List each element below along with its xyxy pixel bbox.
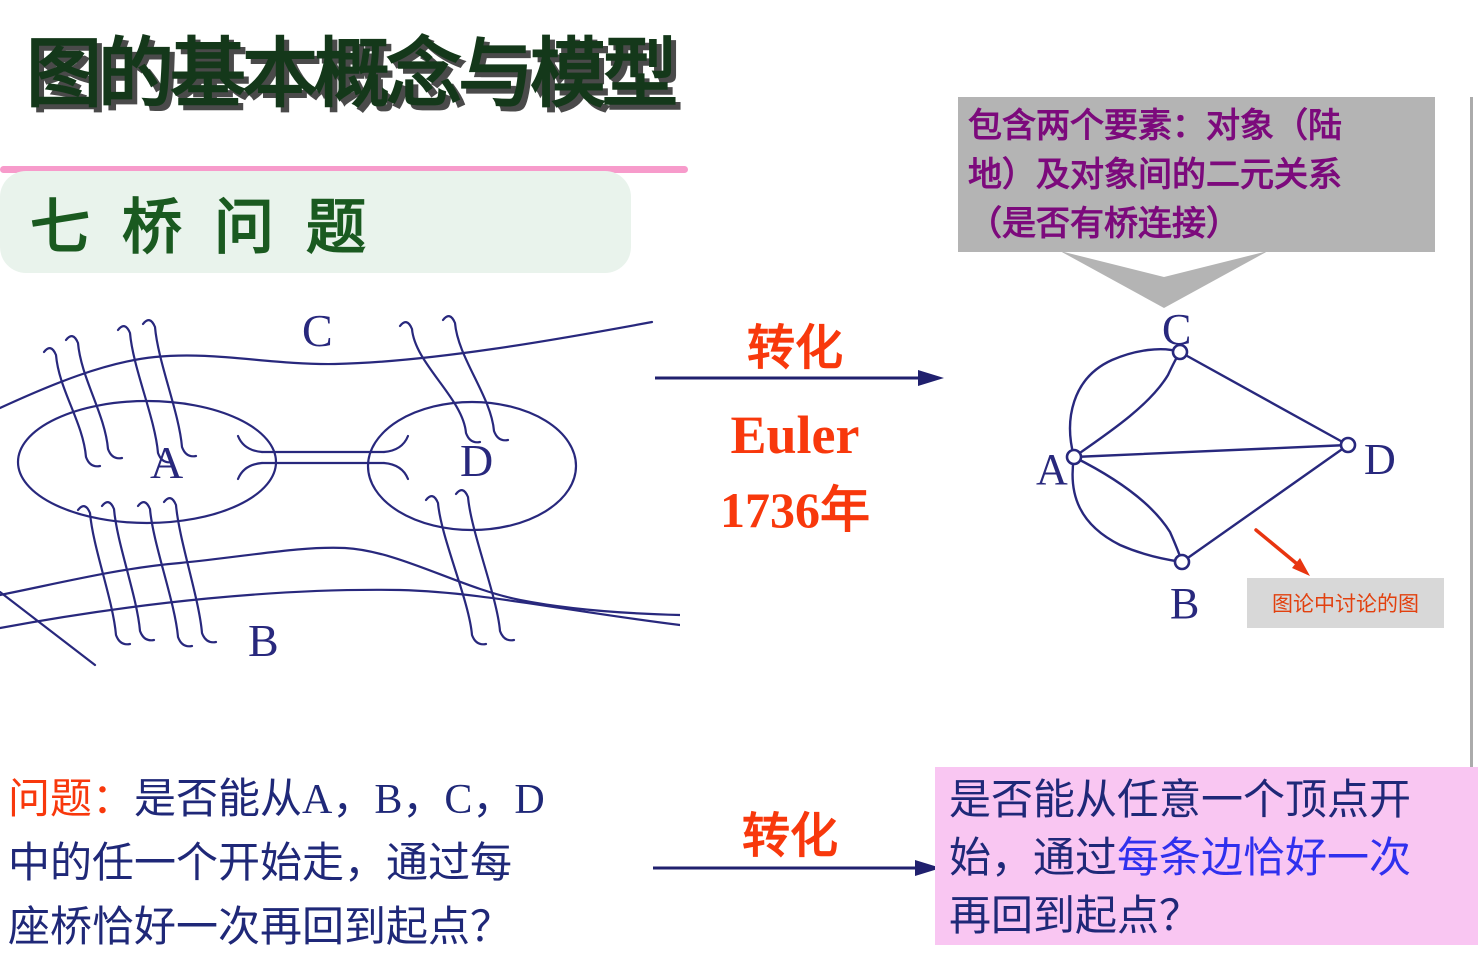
graph-annotation-box: 图论中讨论的图: [1247, 578, 1444, 628]
graph-annotation-text: 图论中讨论的图: [1272, 592, 1419, 616]
answer-line-2-highlight: 每条边恰好一次: [1117, 836, 1412, 882]
graph-label-a: A: [1036, 445, 1068, 494]
transform-arrow-top: [655, 370, 944, 386]
map-label-d: D: [460, 435, 493, 486]
answer-line-3: 再回到起点？: [949, 894, 1202, 940]
answer-line-2-pre: 始，通过: [949, 836, 1118, 882]
graph-label-c: C: [1162, 305, 1191, 354]
section-heading-box: 七桥问题: [0, 171, 631, 273]
slide-edge-line: [1470, 97, 1473, 770]
bridges-c-a: [42, 319, 198, 468]
transform-arrow-bottom: [653, 860, 941, 876]
elements-callout: 包含两个要素：对象（陆 地）及对象间的二元关系 （是否有桥连接）: [958, 97, 1435, 252]
bridge-c-d: [398, 315, 510, 444]
bridges-a-b: [76, 497, 218, 648]
annotation-arrow: [1254, 528, 1310, 576]
transform-label-bottom: 转化: [741, 810, 838, 863]
euler-label: Euler: [730, 405, 860, 465]
question-line-1: 是否能从A，B，C，D: [134, 777, 545, 823]
callout-line-1: 包含两个要素：对象（陆: [968, 107, 1342, 145]
question-label: 问题：: [8, 777, 135, 823]
graph-vertices: [1065, 343, 1357, 571]
question-text-block: 问题：是否能从A，B，C，D 中的任一个开始走，通过每 座桥恰好一次再回到起点？: [8, 768, 658, 960]
transform-label-top: 转化: [746, 322, 843, 375]
bridge-a-d: [236, 434, 410, 481]
map-label-b: B: [248, 615, 279, 666]
callout-line-2: 地）及对象间的二元关系: [968, 156, 1342, 194]
callout-pointer-arrow: [1060, 251, 1268, 308]
callout-line-3: （是否有桥连接）: [968, 205, 1240, 243]
konigsberg-bridges-diagram: C A D B: [0, 305, 680, 667]
question-line-2: 中的任一个开始走，通过每: [8, 841, 513, 887]
euler-graph-diagram: C A D B: [1036, 305, 1396, 628]
decorative-pink-line: [0, 166, 688, 173]
graph-edges: [1068, 347, 1350, 564]
map-label-a: A: [150, 437, 183, 488]
page-title: 图的基本概念与模型: [26, 32, 678, 117]
island-d: [366, 400, 578, 532]
bridge-d-b: [424, 489, 516, 646]
section-heading: 七桥问题: [30, 194, 398, 261]
map-label-c: C: [302, 305, 333, 356]
question-line-3: 座桥恰好一次再回到起点？: [8, 905, 513, 951]
river-banks: [0, 320, 680, 667]
answer-line-1: 是否能从任意一个顶点开: [949, 778, 1412, 824]
graph-label-b: B: [1170, 579, 1199, 628]
graph-question-box: 是否能从任意一个顶点开 始，通过每条边恰好一次 再回到起点？: [935, 767, 1478, 945]
euler-year: 1736年: [720, 482, 870, 538]
graph-label-d: D: [1364, 435, 1396, 484]
